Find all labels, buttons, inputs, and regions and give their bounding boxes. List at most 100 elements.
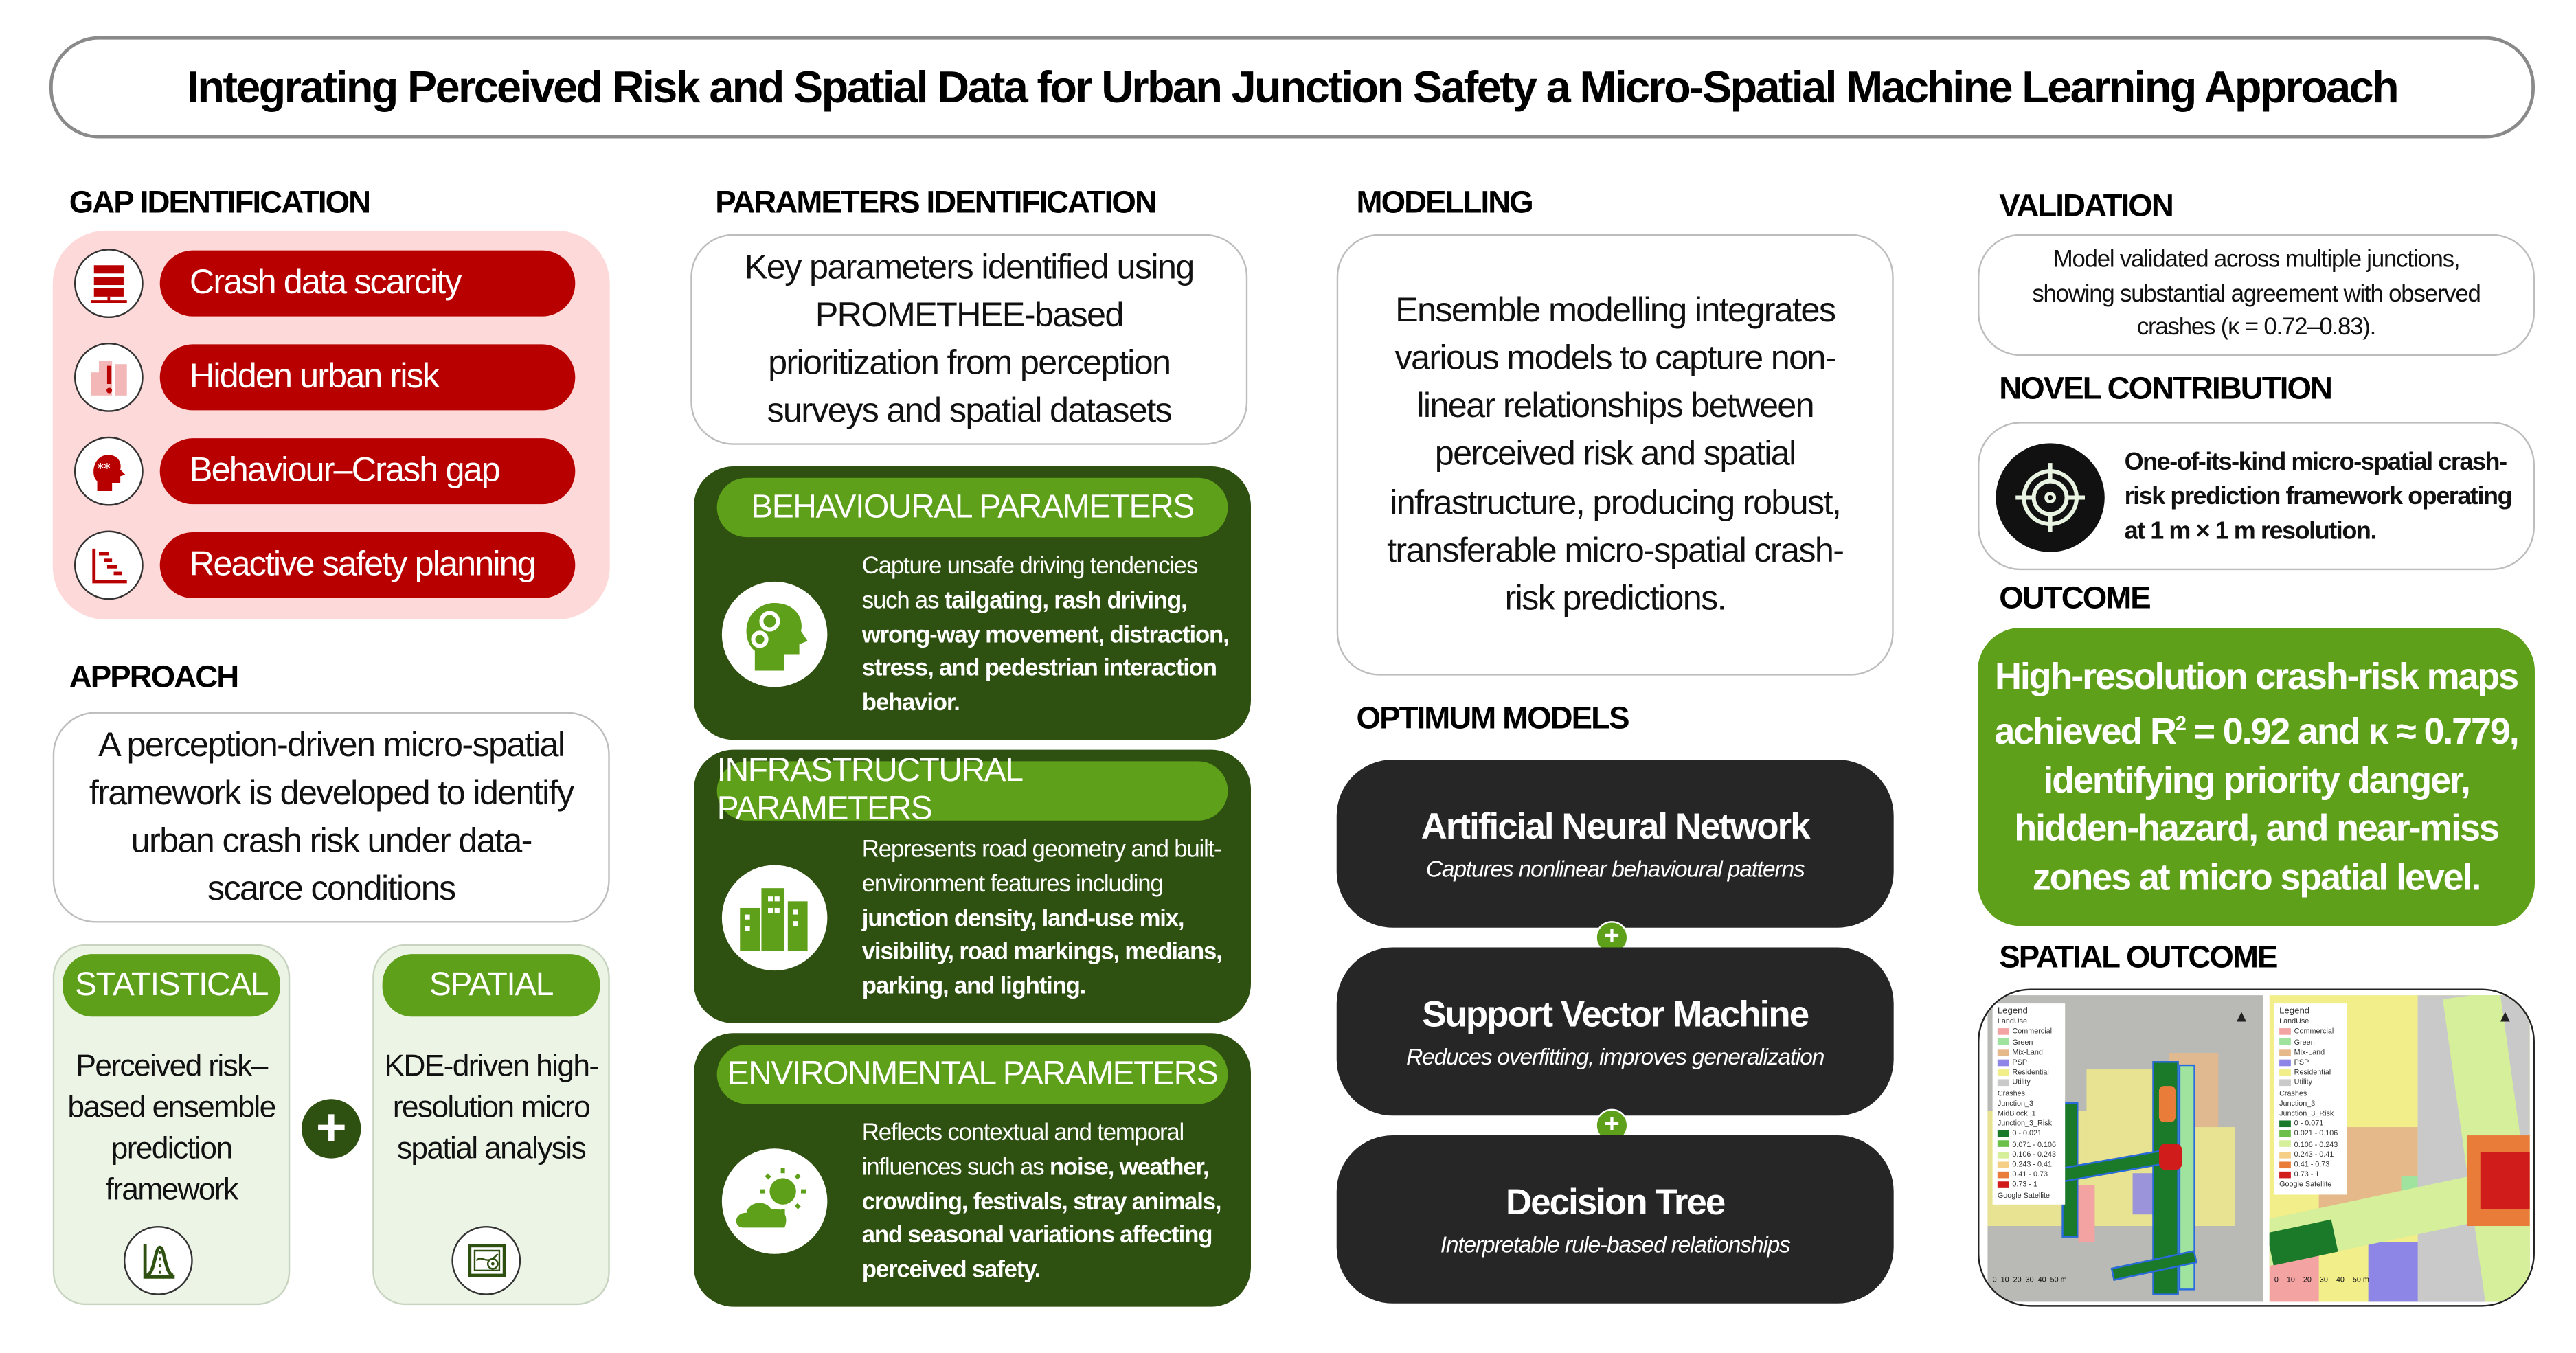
legend-landuse-item: Mix-Land (2279, 1047, 2342, 1058)
gap-item: Reactive safety planning (159, 532, 576, 598)
legend-layer: Junction_3 (1997, 1098, 2034, 1107)
outcome-text-b: = 0.92 and κ ≈ 0.779, identifying priori… (2014, 711, 2519, 898)
spatial-label: SPATIAL (382, 954, 600, 1017)
legend-risk-item: 0.41 - 0.73 (1997, 1170, 2060, 1181)
bell-curve-icon (123, 1226, 193, 1295)
outcome-box: High-resolution crash-risk maps achieved… (1978, 628, 2535, 926)
legend-landuse-item: Green (2279, 1038, 2342, 1048)
north-arrow-icon: ▲ (2497, 1008, 2513, 1027)
legend-landuse-title: LandUse (1997, 1016, 2028, 1025)
legend-landuse-title: LandUse (2279, 1016, 2309, 1025)
head-puzzle-icon: ** (74, 436, 144, 506)
page-title: Integrating Perceived Risk and Spatial D… (187, 61, 2399, 111)
model-name: Artificial Neural Network (1421, 806, 1811, 848)
statistical-card: STATISTICAL Perceived risk–based ensembl… (52, 944, 291, 1306)
legend-risk-item: 0.243 - 0.41 (1997, 1160, 2060, 1170)
parameter-text-regular: Reflects contextual and temporal influen… (861, 1120, 1184, 1181)
novel-heading: NOVEL CONTRIBUTION (1999, 372, 2333, 407)
legend-landuse-item: Commercial (2279, 1027, 2342, 1038)
gantt-chart-icon (74, 530, 144, 600)
city-buildings-icon (721, 865, 828, 971)
legend-risk-item: 0.73 - 1 (1997, 1181, 2060, 1191)
gap-item: Crash data scarcity (159, 250, 576, 317)
approach-heading: APPROACH (69, 661, 239, 696)
legend-risk-title: Junction_3_Risk (1997, 1119, 2053, 1128)
legend-risk-title: Junction_3_Risk (2279, 1108, 2334, 1117)
parameter-card-text: Reflects contextual and temporal influen… (862, 1117, 1238, 1288)
legend-landuse-item: Commercial (1997, 1027, 2060, 1038)
legend-layer: Crashes (2279, 1088, 2307, 1097)
legend-landuse-item: Utility (1997, 1078, 2060, 1089)
legend-layer: Junction_3 (2279, 1098, 2316, 1107)
legend-basemap: Google Satellite (1997, 1190, 2050, 1199)
legend-risk-item: 0.106 - 0.243 (1997, 1150, 2060, 1160)
legend-landuse-item: Mix-Land (1997, 1047, 2060, 1058)
legend-landuse-item: Residential (2279, 1068, 2342, 1078)
legend-title: Legend (1997, 1006, 2028, 1017)
legend-basemap: Google Satellite (2279, 1180, 2332, 1189)
parameter-card-text: Capture unsafe driving tendencies such a… (862, 550, 1238, 721)
validation-heading: VALIDATION (1999, 189, 2174, 225)
parameter-text-bold: noise, weather, crowding, festivals, str… (861, 1155, 1222, 1284)
legend-risk-item: 0 - 0.021 (1997, 1130, 2060, 1140)
model-description: Captures nonlinear behavioural patterns (1425, 855, 1805, 882)
plus-icon: + (302, 1099, 361, 1159)
outcome-heading: OUTCOME (1999, 581, 2151, 617)
scale-bar: 0 10 20 30 40 50 m (2274, 1275, 2369, 1284)
statistical-label: STATISTICAL (63, 954, 280, 1017)
spatial-text: KDE-driven high-resolution micro spatial… (384, 1047, 599, 1166)
model-name: Decision Tree (1506, 1181, 1726, 1223)
svg-text:**: ** (98, 461, 111, 477)
parameter-card-title: ENVIRONMENTAL PARAMETERS (716, 1045, 1228, 1104)
legend-risk-item: 0.41 - 0.73 (2279, 1160, 2342, 1170)
legend-landuse-item: PSP (2279, 1058, 2342, 1068)
parameter-text-bold: tailgating, rash driving, wrong-way move… (861, 588, 1230, 718)
target-icon (1996, 443, 2105, 552)
north-arrow-icon: ▲ (2233, 1008, 2250, 1027)
head-gears-icon (721, 581, 828, 687)
parameters-box: Key parameters identified using PROMETHE… (690, 234, 1248, 445)
statistical-text: Perceived risk–based ensemble prediction… (67, 1047, 276, 1207)
legend-landuse-item: Utility (2279, 1078, 2342, 1089)
novel-text: One-of-its-kind micro-spatial crash-risk… (2124, 448, 2513, 546)
legend-landuse-item: Green (1997, 1038, 2060, 1048)
spatial-card: SPATIAL KDE-driven high-resolution micro… (372, 944, 610, 1306)
model-name: Support Vector Machine (1422, 993, 1809, 1035)
modelling-heading: MODELLING (1356, 186, 1534, 221)
approach-box: A perception-driven micro-spatial framew… (52, 712, 610, 923)
validation-box: Model validated across multiple junction… (1978, 234, 2535, 356)
modelling-box: Ensemble modelling integrates various mo… (1336, 234, 1894, 676)
parameter-text-bold: junction density, land-use mix, visibili… (861, 905, 1223, 1001)
outcome-text: High-resolution crash-risk maps achieved… (1994, 652, 2519, 901)
spatial-outcome-heading: SPATIAL OUTCOME (1999, 940, 2278, 976)
approach-text: A perception-driven micro-spatial framew… (89, 727, 574, 908)
legend-risk-item: 0.243 - 0.41 (2279, 1150, 2342, 1160)
parameter-text-regular: Represents road geometry and built-envir… (861, 837, 1222, 898)
outcome-sup: 2 (2175, 712, 2187, 736)
parameter-card-text: Represents road geometry and built-envir… (862, 834, 1238, 1005)
title-banner: Integrating Perceived Risk and Spatial D… (49, 36, 2535, 139)
parameters-heading: PARAMETERS IDENTIFICATION (715, 186, 1157, 221)
legend-risk-item: 0.071 - 0.106 (1997, 1139, 2060, 1150)
model-description: Interpretable rule-based relationships (1440, 1231, 1791, 1258)
modelling-text: Ensemble modelling integrates various mo… (1387, 291, 1844, 618)
legend-title: Legend (2279, 1006, 2310, 1017)
gap-item: Hidden urban risk (159, 344, 576, 411)
parameter-card-title: INFRASTRUCTURAL PARAMETERS (716, 753, 1228, 827)
gap-heading: GAP IDENTIFICATION (69, 186, 371, 221)
parameter-card: ENVIRONMENTAL PARAMETERS Reflects context… (694, 1033, 1251, 1307)
scale-bar: 0 10 20 30 40 50 m (1992, 1275, 2067, 1284)
validation-text: Model validated across multiple junction… (2032, 247, 2481, 342)
legend-layer: Crashes (1997, 1088, 2026, 1097)
legend-risk-item: 0.73 - 1 (2279, 1170, 2342, 1181)
legend-landuse-item: Residential (1997, 1068, 2060, 1078)
